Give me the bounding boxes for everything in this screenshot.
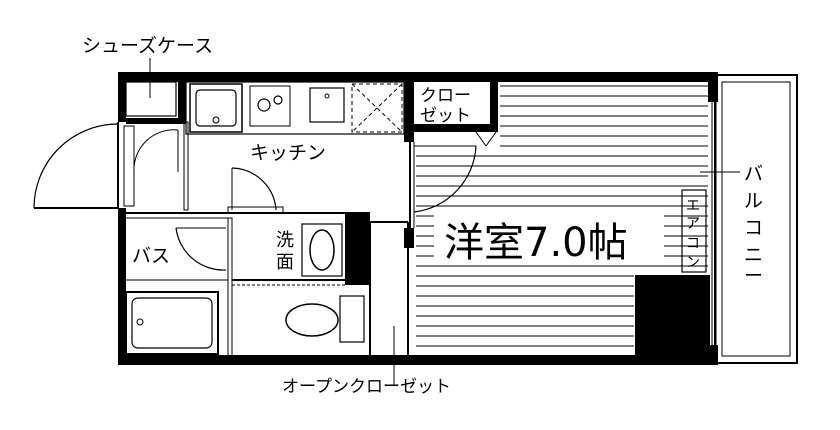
washroom-door: [231, 167, 277, 211]
shoe-case-label: シューズケース: [82, 35, 213, 57]
balcony-char: ニ: [744, 244, 763, 266]
interior-walls: [118, 80, 498, 359]
bathtub: [125, 291, 219, 355]
washbasin: [301, 223, 343, 277]
toilet: [285, 295, 365, 343]
balcony-char: バ: [744, 163, 763, 185]
aircon-char: エ: [686, 198, 700, 214]
balcony-label: バ ル コ ニ ー: [744, 163, 763, 287]
washroom-label: 洗 面: [276, 230, 294, 273]
balcony-char: ー: [744, 265, 763, 287]
room-door: [413, 145, 477, 213]
balcony-window: [711, 102, 717, 345]
closet-label-line1: クロー: [420, 86, 471, 106]
kitchen-counter: [185, 81, 405, 135]
balcony-char: コ: [744, 217, 763, 239]
structural-column: [635, 275, 710, 357]
aircon-label: エ ア コ ン: [686, 198, 700, 271]
kitchen-label: キッチン: [250, 142, 326, 164]
closet-label-line2: ゼット: [420, 106, 471, 126]
aircon-char: コ: [686, 236, 700, 252]
entry-door: [33, 122, 179, 209]
balcony-char: ル: [744, 190, 763, 212]
aircon-unit: [681, 189, 707, 273]
closet-door: [475, 131, 497, 147]
aircon-char: ア: [686, 216, 700, 232]
aircon-char: ン: [686, 255, 700, 271]
washroom-char: 面: [276, 252, 294, 273]
shoe-case: [125, 81, 177, 117]
bath-door: [175, 227, 227, 271]
washroom-char: 洗: [276, 230, 294, 251]
bath-label: バス: [132, 245, 170, 267]
balcony: [714, 74, 798, 364]
exterior-walls: [118, 72, 718, 365]
open-closet-label: オープンクローゼット: [282, 377, 451, 397]
western-room-label: 洋室7.0帖: [444, 220, 628, 266]
